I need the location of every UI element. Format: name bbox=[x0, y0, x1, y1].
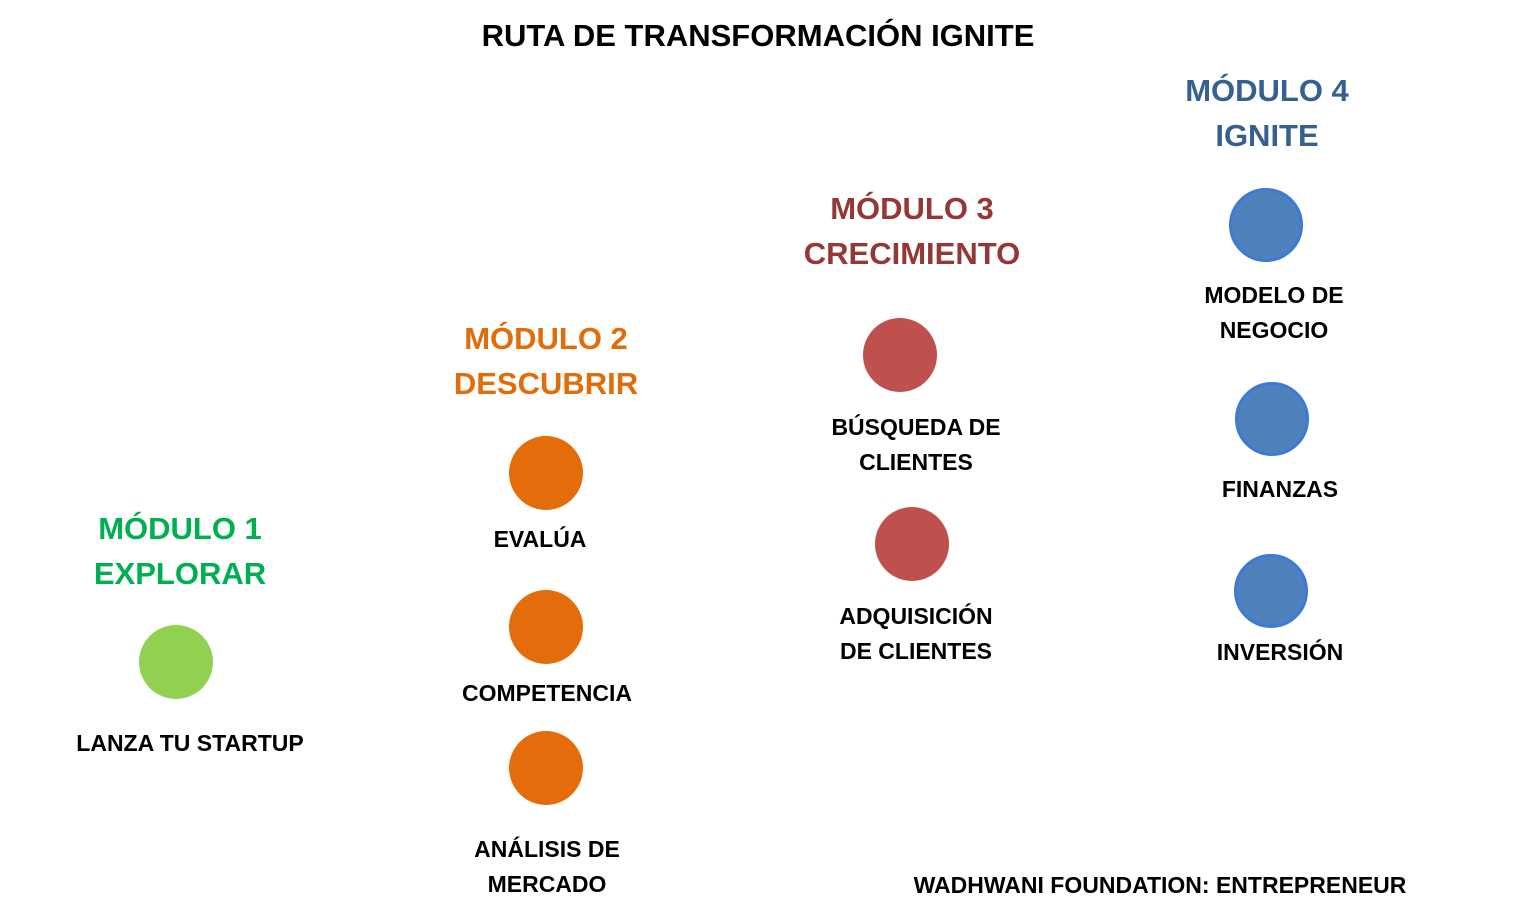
module-1-number: MÓDULO 1 bbox=[98, 511, 262, 546]
module-1-item-1-dot bbox=[139, 625, 213, 699]
module-3-item-1-dot bbox=[863, 318, 937, 392]
module-2-name: DESCUBRIR bbox=[453, 366, 639, 401]
module-2-item-2-label: COMPETENCIA bbox=[462, 680, 632, 706]
module-1-heading: MÓDULO 1 EXPLORAR bbox=[60, 506, 300, 596]
footer-credit: WADHWANI FOUNDATION: ENTREPRENEUR bbox=[913, 872, 1407, 898]
module-4-number: MÓDULO 4 bbox=[1185, 73, 1349, 108]
module-4-item-1-label: MODELO DE NEGOCIO bbox=[1204, 282, 1344, 343]
module-2-item-1-dot bbox=[509, 436, 583, 510]
module-2-heading: MÓDULO 2 DESCUBRIR bbox=[426, 316, 666, 406]
module-3-item-1-label: BÚSQUEDA DE CLIENTES bbox=[831, 414, 1001, 475]
module-1-item-1-label: LANZA TU STARTUP bbox=[76, 730, 304, 756]
module-2-item-3-label: ANÁLISIS DE MERCADO bbox=[474, 836, 620, 897]
module-4-name: IGNITE bbox=[1215, 118, 1319, 153]
module-2-item-1-label: EVALÚA bbox=[493, 526, 587, 552]
module-4-item-2-label: FINANZAS bbox=[1221, 476, 1339, 502]
module-4-item-2-dot bbox=[1235, 382, 1309, 456]
module-4-item-3-dot bbox=[1234, 554, 1308, 628]
module-3-heading: MÓDULO 3 CRECIMIENTO bbox=[772, 186, 1052, 276]
diagram-title: RUTA DE TRANSFORMACIÓN IGNITE bbox=[481, 18, 1035, 53]
module-2-item-2-dot bbox=[509, 590, 583, 664]
module-3-number: MÓDULO 3 bbox=[830, 191, 994, 226]
module-3-item-2-label: ADQUISICIÓN DE CLIENTES bbox=[839, 603, 993, 664]
module-4-heading: MÓDULO 4 IGNITE bbox=[1147, 68, 1387, 158]
module-4-item-1-dot bbox=[1229, 188, 1303, 262]
module-3-name: CRECIMIENTO bbox=[803, 236, 1021, 271]
module-2-number: MÓDULO 2 bbox=[464, 321, 628, 356]
module-4-item-3-label: INVERSIÓN bbox=[1216, 639, 1344, 665]
module-2-item-3-dot bbox=[509, 731, 583, 805]
module-1-name: EXPLORAR bbox=[93, 556, 267, 591]
module-3-item-2-dot bbox=[875, 507, 949, 581]
